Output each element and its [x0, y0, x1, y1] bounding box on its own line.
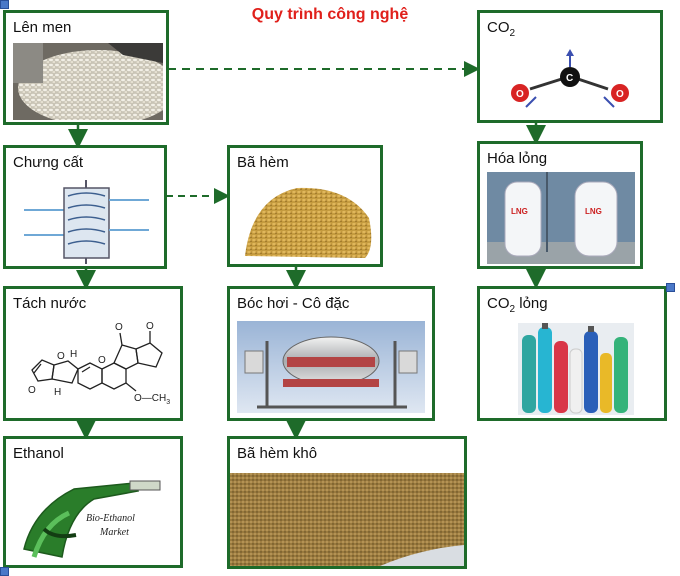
node-hoa-long: Hóa lỏng LNG LNG: [477, 141, 643, 269]
node-label: Hóa lỏng: [487, 150, 548, 167]
svg-text:O: O: [115, 322, 123, 333]
svg-text:LNG: LNG: [511, 207, 528, 216]
node-co2-long: CO2 lỏng: [477, 286, 667, 421]
svg-text:Market: Market: [99, 527, 129, 538]
svg-text:O: O: [616, 89, 624, 100]
node-len-men: Lên men: [3, 10, 169, 125]
diagram-title: Quy trình công nghệ: [251, 6, 409, 23]
node-ethanol: Ethanol Bio-Ethanol Market: [3, 436, 183, 568]
node-label: Tách nước: [13, 295, 87, 312]
lng-tanks-image: LNG LNG: [487, 172, 635, 264]
node-tach-nuoc: Tách nước O O O O O H H O—CH3: [3, 286, 183, 421]
gas-cylinders-image: [518, 323, 634, 415]
resize-handle[interactable]: [0, 0, 9, 9]
svg-text:O: O: [57, 351, 65, 362]
svg-text:O: O: [146, 321, 154, 332]
svg-text:C: C: [566, 73, 573, 84]
node-label: Chưng cất: [13, 154, 84, 171]
svg-text:H: H: [54, 387, 61, 398]
node-label: Ethanol: [13, 445, 64, 462]
svg-text:H: H: [70, 349, 77, 360]
node-label: Bã hèm: [237, 154, 289, 171]
node-co2: CO2 O C O: [477, 10, 663, 123]
svg-text:O: O: [28, 385, 36, 396]
distillation-column-image: [24, 180, 154, 264]
node-ba-hem: Bã hèm: [227, 145, 383, 267]
dried-grain-image: [230, 473, 464, 566]
fuel-nozzle-image: Bio-Ethanol Market: [14, 469, 178, 564]
node-label: Bóc hơi - Cô đặc: [237, 295, 350, 312]
svg-text:O—CH3: O—CH3: [134, 393, 170, 406]
grain-pile-image: [237, 178, 377, 262]
node-label: CO2: [487, 19, 516, 39]
node-ba-hem-kho: Bã hèm khô: [227, 436, 467, 569]
node-label: CO2 lỏng: [487, 295, 548, 315]
fermentation-image: [13, 43, 163, 120]
svg-text:O: O: [98, 355, 106, 366]
node-boc-hoi: Bóc hơi - Cô đặc: [227, 286, 435, 421]
node-chung-cat: Chưng cất: [3, 145, 167, 269]
resize-handle[interactable]: [666, 283, 675, 292]
chemical-structure-image: O O O O O H H O—CH3: [12, 315, 178, 417]
svg-text:O: O: [516, 89, 524, 100]
svg-text:Bio-Ethanol: Bio-Ethanol: [86, 513, 135, 524]
evaporator-machine-image: [237, 321, 425, 413]
co2-molecule-image: O C O: [490, 49, 650, 119]
node-label: Lên men: [13, 19, 72, 36]
svg-text:LNG: LNG: [585, 207, 602, 216]
node-label: Bã hèm khô: [237, 445, 318, 462]
